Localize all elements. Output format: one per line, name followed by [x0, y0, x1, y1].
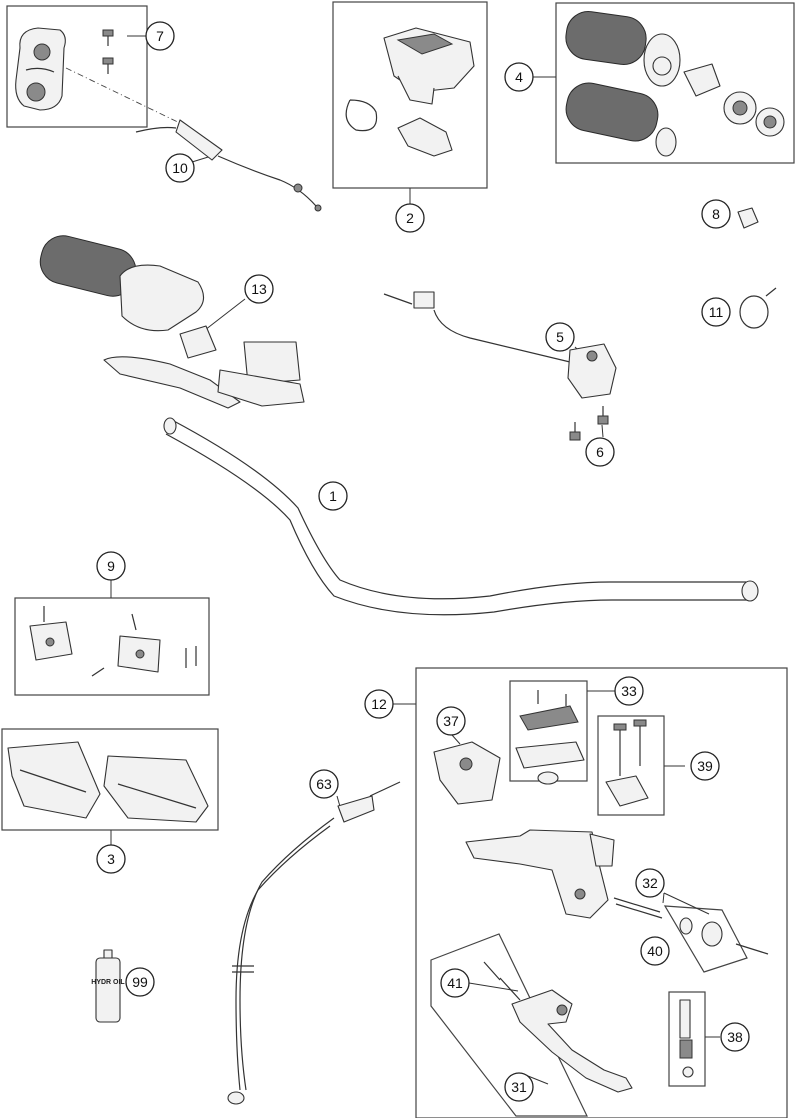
screw-icon — [102, 29, 114, 74]
callout-32: 32 — [635, 868, 665, 898]
callout-3: 3 — [96, 844, 126, 874]
callout-37-label: 37 — [443, 713, 459, 729]
clutch-cable-part — [227, 781, 401, 1105]
callout-6-label: 6 — [596, 444, 604, 460]
callout-5-label: 5 — [556, 329, 564, 345]
pivot-bolt-part — [679, 999, 694, 1078]
callout-11-label: 11 — [709, 304, 724, 320]
callout-6: 6 — [585, 437, 615, 467]
oil-bottle-label: HYDR OIL — [91, 979, 125, 986]
handlebar-part — [163, 417, 759, 616]
callout-40: 40 — [640, 936, 670, 966]
callout-37: 37 — [436, 706, 466, 736]
callout-41-label: 41 — [447, 975, 463, 991]
box-mount-kit — [14, 597, 210, 696]
callout-99: 99 — [125, 967, 155, 997]
box-lever-kit — [430, 933, 588, 1117]
callout-4: 4 — [504, 62, 534, 92]
callout-13: 13 — [244, 274, 274, 304]
callout-5: 5 — [545, 322, 575, 352]
callout-39: 39 — [690, 751, 720, 781]
callout-8: 8 — [701, 199, 731, 229]
callout-32-label: 32 — [642, 875, 658, 891]
callout-12: 12 — [364, 689, 394, 719]
callout-63-label: 63 — [316, 776, 332, 792]
callout-9: 9 — [96, 551, 126, 581]
throttle-assembly-part — [39, 235, 305, 409]
handguards-part — [7, 741, 209, 823]
switch-cover-part — [345, 27, 475, 157]
callout-1-label: 1 — [329, 488, 337, 504]
reservoir-cover-part — [433, 741, 501, 805]
box-reservoir-cap — [509, 680, 588, 782]
callout-7: 7 — [145, 21, 175, 51]
callout-99-label: 99 — [132, 974, 148, 990]
callout-33: 33 — [614, 676, 644, 706]
callout-8-label: 8 — [712, 206, 720, 222]
callout-7-label: 7 — [156, 28, 164, 44]
washer-part — [537, 771, 559, 785]
callout-10: 10 — [165, 153, 195, 183]
clip-part — [737, 207, 759, 229]
callout-11: 11 — [701, 297, 731, 327]
callout-12-label: 12 — [371, 696, 387, 712]
throttle-cable-part — [135, 119, 322, 212]
callout-3-label: 3 — [107, 851, 115, 867]
callout-13-label: 13 — [251, 281, 267, 297]
master-cylinder-part — [465, 829, 663, 919]
box-handguards — [1, 728, 219, 831]
callout-39-label: 39 — [697, 758, 713, 774]
callout-41: 41 — [440, 968, 470, 998]
box-pivot-bolt — [668, 991, 706, 1087]
callout-33-label: 33 — [621, 683, 637, 699]
callout-31-label: 31 — [511, 1079, 527, 1095]
callout-9-label: 9 — [107, 558, 115, 574]
callout-2: 2 — [395, 203, 425, 233]
piston-part — [679, 917, 769, 955]
box-grips — [555, 2, 795, 164]
reservoir-cap-part — [515, 690, 585, 769]
box-throttle-housing — [6, 5, 148, 128]
box-piston — [663, 905, 748, 973]
callout-1: 1 — [318, 481, 348, 511]
brake-lever-part — [483, 961, 633, 1093]
callout-38: 38 — [720, 1022, 750, 1052]
box-brake-master — [415, 667, 788, 1118]
clamp-part — [605, 719, 649, 807]
throttle-housing-part — [15, 27, 187, 127]
callout-40-label: 40 — [647, 943, 663, 959]
callout-2-label: 2 — [406, 210, 414, 226]
grips-part — [565, 11, 785, 157]
oil-bottle-part: HYDR OIL — [91, 949, 125, 1023]
screws-part — [569, 406, 609, 441]
callout-31: 31 — [504, 1072, 534, 1102]
callout-63: 63 — [309, 769, 339, 799]
callout-38-label: 38 — [727, 1029, 743, 1045]
callout-10-label: 10 — [172, 160, 188, 176]
mount-kit-part — [29, 606, 197, 677]
callout-4-label: 4 — [515, 69, 523, 85]
switch-part — [383, 291, 617, 399]
cable-tie-part — [739, 287, 777, 329]
